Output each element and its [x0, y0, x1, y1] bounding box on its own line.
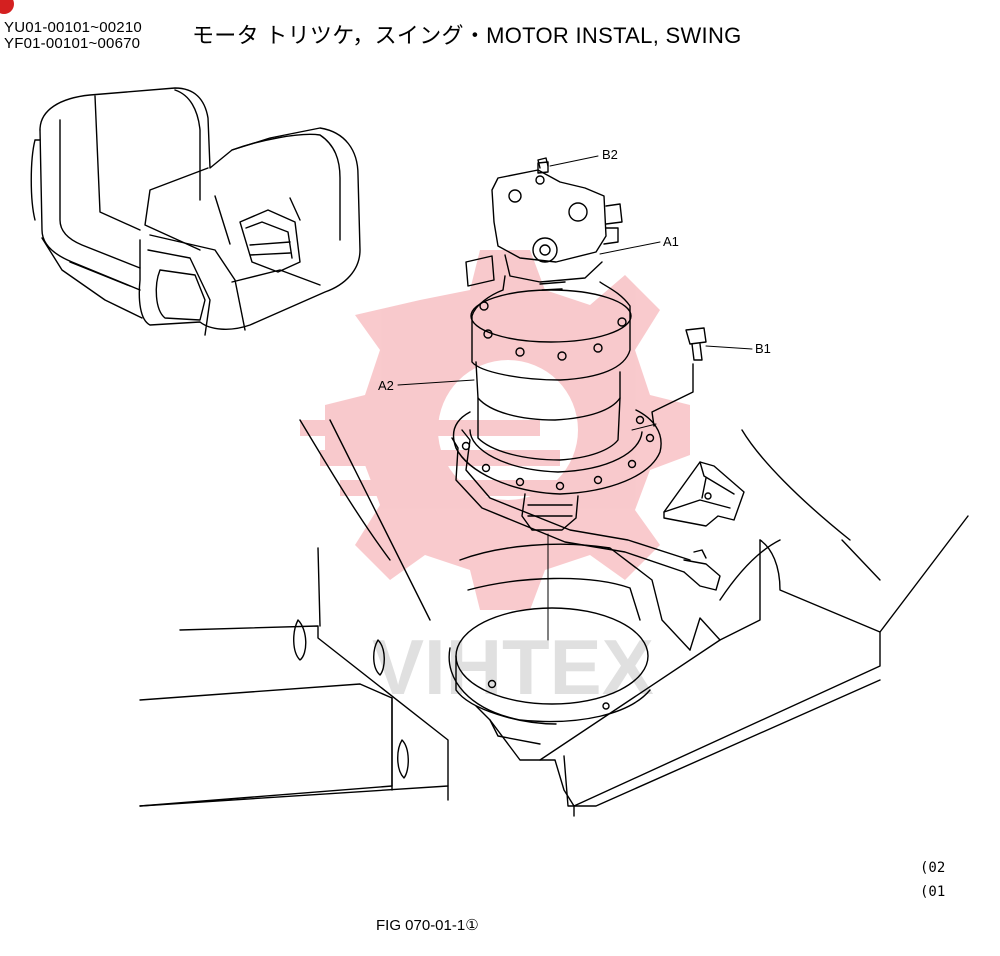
callout-a2: A2: [378, 378, 394, 393]
callout-b1: B1: [755, 341, 771, 356]
corner-badge: [0, 0, 14, 14]
watermark-text: VIHTEX: [372, 623, 654, 711]
callout-b2: B2: [602, 147, 618, 162]
side-code-1: (02: [920, 860, 946, 876]
serial-line-1: YU01-00101~00210: [4, 19, 142, 36]
serial-range: YU01-00101~00210 YF01-00101~00670: [4, 20, 142, 52]
side-code-2: (01: [920, 884, 946, 900]
machine-overview-inset: [30, 87, 361, 336]
page-title: モータ トリツケ，スイング・MOTOR INSTAL, SWING: [192, 23, 742, 48]
leader-lines: [397, 155, 753, 641]
bracket: [663, 461, 745, 527]
swing-motor-assembly: [452, 157, 707, 531]
side-codes: (02 (01: [920, 856, 945, 904]
watermark-logo: [300, 250, 690, 610]
serial-line-2: YF01-00101~00670: [4, 35, 141, 52]
callout-a1: A1: [663, 234, 679, 249]
base-frame: [139, 419, 969, 817]
hydraulic-hose: [451, 429, 721, 591]
figure-label: FIG 070-01-1①: [376, 917, 479, 934]
